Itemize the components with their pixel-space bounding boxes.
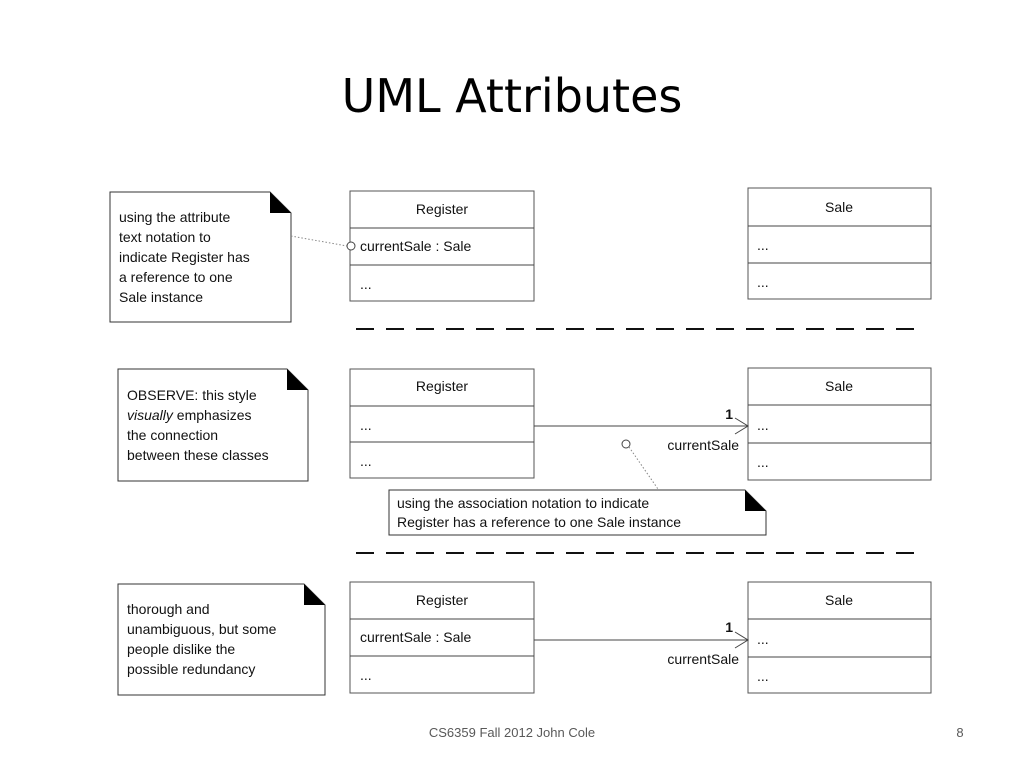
row2-sale-class: Sale ... ...	[747, 367, 932, 481]
row1-note-line1: using the attribute	[119, 209, 231, 225]
row3-sale-attributes: ...	[757, 631, 769, 647]
row1-sale-class: Sale ... ...	[747, 187, 932, 300]
row2-association-note: using the association notation to indica…	[388, 489, 767, 536]
row1-register-operations: ...	[360, 276, 372, 292]
row2-register-operations: ...	[360, 453, 372, 469]
row3-sale-name: Sale	[825, 592, 853, 608]
row1-sale-operations: ...	[757, 274, 769, 290]
row3-note-line3: people dislike the	[127, 641, 235, 657]
row2-sale-attributes: ...	[757, 417, 769, 433]
row2-sale-operations: ...	[757, 454, 769, 470]
row1-sale-attributes: ...	[757, 237, 769, 253]
row3-register-attribute: currentSale : Sale	[360, 629, 471, 645]
row3-register-class: Register currentSale : Sale ...	[349, 581, 535, 694]
page-number: 8	[956, 725, 964, 740]
row3-note: thorough and unambiguous, but some peopl…	[117, 583, 326, 696]
row2-register-class: Register ... ...	[349, 368, 535, 479]
row1-note-line4: a reference to one	[119, 269, 233, 285]
row2-note-line3: the connection	[127, 427, 218, 443]
row2-association: 1 currentSale	[534, 406, 749, 493]
row1-note-line5: Sale instance	[119, 289, 203, 305]
row1-note-connector	[290, 235, 348, 247]
row3-multiplicity: 1	[725, 619, 733, 635]
row3-note-line4: possible redundancy	[127, 661, 255, 677]
row2-assoc-note-line1: using the association notation to indica…	[397, 495, 649, 511]
row1-sale-name: Sale	[825, 199, 853, 215]
row2-register-attributes: ...	[360, 417, 372, 433]
row2-sale-name: Sale	[825, 378, 853, 394]
row2-arrowhead	[734, 417, 749, 435]
row3-sale-operations: ...	[757, 668, 769, 684]
row3-note-line2: unambiguous, but some	[127, 621, 277, 637]
row2-register-name: Register	[416, 378, 468, 394]
row2-note-line4: between these classes	[127, 447, 269, 463]
row3-note-line1: thorough and	[127, 601, 210, 617]
row1-note-line2: text notation to	[119, 229, 211, 245]
row1-register-class: Register currentSale : Sale ...	[346, 190, 535, 302]
slide-title: UML Attributes	[341, 69, 683, 123]
row1-register-name: Register	[416, 201, 468, 217]
row3-arrowhead	[734, 631, 749, 649]
row3-role-name: currentSale	[667, 651, 739, 667]
row2-note-connector	[628, 446, 661, 493]
row3-association: 1 currentSale	[534, 619, 749, 667]
row1-register-attribute: currentSale : Sale	[360, 238, 471, 254]
row3-register-operations: ...	[360, 667, 372, 683]
row2-note-line1: OBSERVE: this style	[127, 387, 257, 403]
row2-multiplicity: 1	[725, 406, 733, 422]
row1-note: using the attribute text notation to ind…	[109, 191, 292, 323]
row3-sale-class: Sale ... ...	[747, 581, 932, 694]
row2-note: OBSERVE: this style visually emphasizes …	[117, 368, 309, 482]
row2-anchor-circle	[621, 439, 631, 449]
row1-anchor-circle	[346, 241, 356, 251]
slide-footer: CS6359 Fall 2012 John Cole	[428, 725, 596, 740]
row1-note-line3: indicate Register has	[119, 249, 250, 265]
row3-register-name: Register	[416, 592, 468, 608]
row2-assoc-note-line2: Register has a reference to one Sale ins…	[397, 514, 681, 530]
row2-note-line2: visually emphasizes	[127, 407, 252, 423]
row2-role-name: currentSale	[667, 437, 739, 453]
